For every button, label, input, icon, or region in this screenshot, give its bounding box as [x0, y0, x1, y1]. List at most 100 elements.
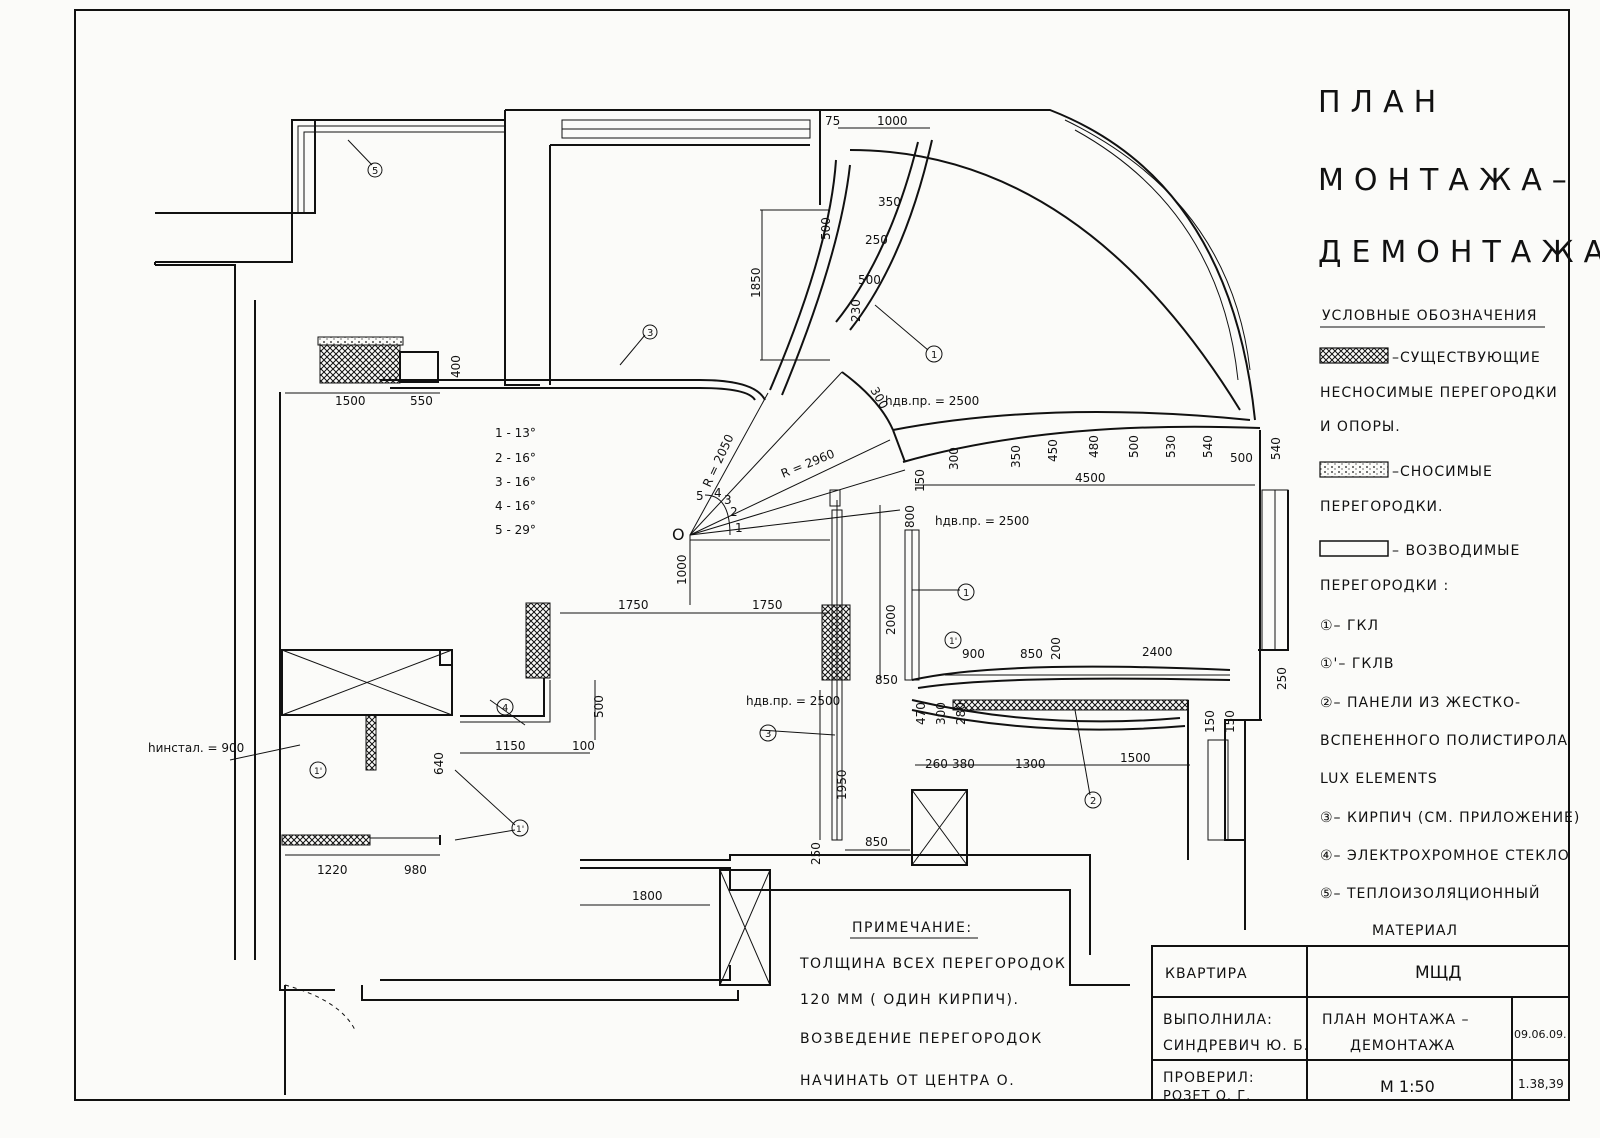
angle-list: 1 - 13° 2 - 16° 3 - 16° 4 - 16° 5 - 29°	[495, 426, 536, 537]
svg-text:2400: 2400	[1142, 645, 1173, 659]
svg-text:3: 3	[647, 328, 653, 339]
svg-text:800: 800	[903, 505, 917, 528]
svg-text:980: 980	[404, 863, 427, 877]
angle-2: 2 - 16°	[495, 451, 536, 465]
svg-text:ВОЗВЕДЕНИЕ ПЕРЕГОРОДОК: ВОЗВЕДЕНИЕ ПЕРЕГОРОДОК	[800, 1031, 1043, 1047]
marker-1p-c: 1'	[511, 819, 529, 837]
svg-text:09.06.09.: 09.06.09.	[1514, 1028, 1566, 1041]
svg-text:380: 380	[952, 757, 975, 771]
drawing-title: ПЛАН МОНТАЖА– ДЕМОНТАЖА	[1318, 85, 1600, 270]
svg-text:540: 540	[1269, 437, 1283, 460]
walls	[154, 109, 1289, 1095]
svg-text:4500: 4500	[1075, 471, 1106, 485]
svg-text:850: 850	[865, 835, 888, 849]
svg-text:1000: 1000	[877, 114, 908, 128]
svg-text:250: 250	[1275, 667, 1289, 690]
svg-text:РОЗЕТ О. Г.: РОЗЕТ О. Г.	[1163, 1089, 1251, 1104]
svg-text:500: 500	[1127, 435, 1141, 458]
marker-5: 5	[367, 162, 383, 178]
tb-kv-value: МЩД	[1415, 963, 1462, 983]
title-line-3: ДЕМОНТАЖА	[1318, 235, 1600, 270]
marker-1p: 1'	[944, 631, 962, 649]
svg-text:850: 850	[875, 673, 898, 687]
svg-text:ПЛАН МОНТАЖА –: ПЛАН МОНТАЖА –	[1322, 1012, 1469, 1028]
svg-text:1500: 1500	[335, 394, 366, 408]
svg-text:75: 75	[825, 114, 840, 128]
svg-text:530: 530	[1164, 435, 1178, 458]
legend: УСЛОВНЫЕ ОБОЗНАЧЕНИЯ –СУЩЕСТВУЮЩИЕ НЕСНО…	[1319, 308, 1580, 939]
svg-text:1: 1	[931, 350, 937, 361]
svg-text:①– ГКЛ: ①– ГКЛ	[1320, 618, 1379, 634]
svg-text:1220: 1220	[317, 863, 348, 877]
marker-2: 2	[1084, 791, 1102, 809]
svg-text:hдв.пр. = 2500: hдв.пр. = 2500	[935, 514, 1029, 528]
svg-text:900: 900	[962, 647, 985, 661]
legend-heading: УСЛОВНЫЕ ОБОЗНАЧЕНИЯ	[1322, 308, 1538, 324]
svg-text:2: 2	[730, 505, 738, 519]
svg-text:150: 150	[1203, 710, 1217, 733]
svg-text:300: 300	[947, 447, 961, 470]
svg-text:4: 4	[502, 703, 508, 714]
svg-text:1': 1'	[314, 767, 322, 777]
svg-text:400: 400	[449, 355, 463, 378]
svg-text:ПЕРЕГОРОДКИ :: ПЕРЕГОРОДКИ :	[1320, 578, 1449, 594]
svg-text:120 ММ ( ОДИН КИРПИЧ).: 120 ММ ( ОДИН КИРПИЧ).	[800, 992, 1019, 1008]
svg-text:250: 250	[865, 233, 888, 247]
svg-text:hдв.пр. = 2500: hдв.пр. = 2500	[746, 694, 840, 708]
marker-1: 1	[925, 345, 943, 363]
svg-text:450: 450	[1046, 439, 1060, 462]
angle-1: 1 - 13°	[495, 426, 536, 440]
svg-text:М 1:50: М 1:50	[1380, 1077, 1435, 1096]
svg-text:480: 480	[1087, 435, 1101, 458]
svg-text:R = 2960: R = 2960	[779, 447, 837, 481]
marker-3: 3	[642, 324, 658, 340]
svg-text:250: 250	[809, 842, 823, 865]
svg-text:5: 5	[696, 489, 704, 503]
svg-text:150: 150	[1223, 710, 1237, 733]
center-label: О	[672, 525, 685, 544]
svg-text:150: 150	[913, 469, 927, 492]
svg-text:1950: 1950	[835, 769, 849, 800]
svg-text:2000: 2000	[884, 604, 898, 635]
svg-text:1800: 1800	[632, 889, 663, 903]
svg-text:3: 3	[765, 729, 771, 740]
svg-text:1500: 1500	[1120, 751, 1151, 765]
svg-text:550: 550	[410, 394, 433, 408]
svg-text:1300: 1300	[1015, 757, 1046, 771]
tb-kv-label: КВАРТИРА	[1165, 966, 1248, 982]
svg-text:5: 5	[372, 166, 378, 177]
svg-text:1.38,39: 1.38,39	[1518, 1077, 1564, 1091]
svg-text:1: 1	[735, 521, 743, 535]
arc-marks: 1 2 3 4 5	[696, 486, 743, 535]
angle-5: 5 - 29°	[495, 523, 536, 537]
title-line-2: МОНТАЖА–	[1318, 163, 1577, 198]
svg-text:–СУЩЕСТВУЮЩИЕ: –СУЩЕСТВУЮЩИЕ	[1392, 350, 1541, 366]
svg-text:И ОПОРЫ.: И ОПОРЫ.	[1320, 419, 1401, 435]
svg-text:850: 850	[1020, 647, 1043, 661]
title-block: КВАРТИРА МЩД ВЫПОЛНИЛА: СИНДРЕВИЧ Ю. Б. …	[1151, 945, 1570, 1104]
marker-4: 4	[496, 698, 514, 716]
svg-text:СИНДРЕВИЧ Ю. Б.: СИНДРЕВИЧ Ю. Б.	[1163, 1038, 1309, 1054]
title-line-1: ПЛАН	[1318, 85, 1446, 120]
svg-text:3: 3	[724, 493, 732, 507]
svg-text:ТОЛЩИНА ВСЕХ ПЕРЕГОРОДОК: ТОЛЩИНА ВСЕХ ПЕРЕГОРОДОК	[799, 956, 1066, 972]
svg-text:1750: 1750	[618, 598, 649, 612]
marker-1-b: 1	[957, 583, 975, 601]
circled-markers: 5 3 1 1 1' 4 3 2 1' 1'	[309, 162, 1102, 837]
svg-text:1000: 1000	[675, 554, 689, 585]
legend-swatch-demolish	[1319, 461, 1389, 478]
svg-text:МАТЕРИАЛ: МАТЕРИАЛ	[1372, 923, 1458, 939]
svg-text:③– КИРПИЧ (СМ. ПРИЛОЖЕНИЕ): ③– КИРПИЧ (СМ. ПРИЛОЖЕНИЕ)	[1320, 810, 1580, 826]
svg-text:4: 4	[714, 486, 722, 500]
svg-text:300: 300	[934, 702, 948, 725]
svg-text:①'– ГКЛВ: ①'– ГКЛВ	[1320, 656, 1394, 672]
svg-text:1750: 1750	[752, 598, 783, 612]
svg-text:НАЧИНАТЬ ОТ ЦЕНТРА О.: НАЧИНАТЬ ОТ ЦЕНТРА О.	[800, 1073, 1015, 1089]
svg-text:1: 1	[963, 588, 969, 599]
svg-text:ВЫПОЛНИЛА:: ВЫПОЛНИЛА:	[1163, 1012, 1273, 1028]
svg-text:500: 500	[1230, 451, 1253, 465]
svg-text:–СНОСИМЫЕ: –СНОСИМЫЕ	[1392, 464, 1493, 480]
angle-3: 3 - 16°	[495, 475, 536, 489]
svg-text:500: 500	[592, 695, 606, 718]
svg-text:hдв.пр. = 2500: hдв.пр. = 2500	[885, 394, 979, 408]
